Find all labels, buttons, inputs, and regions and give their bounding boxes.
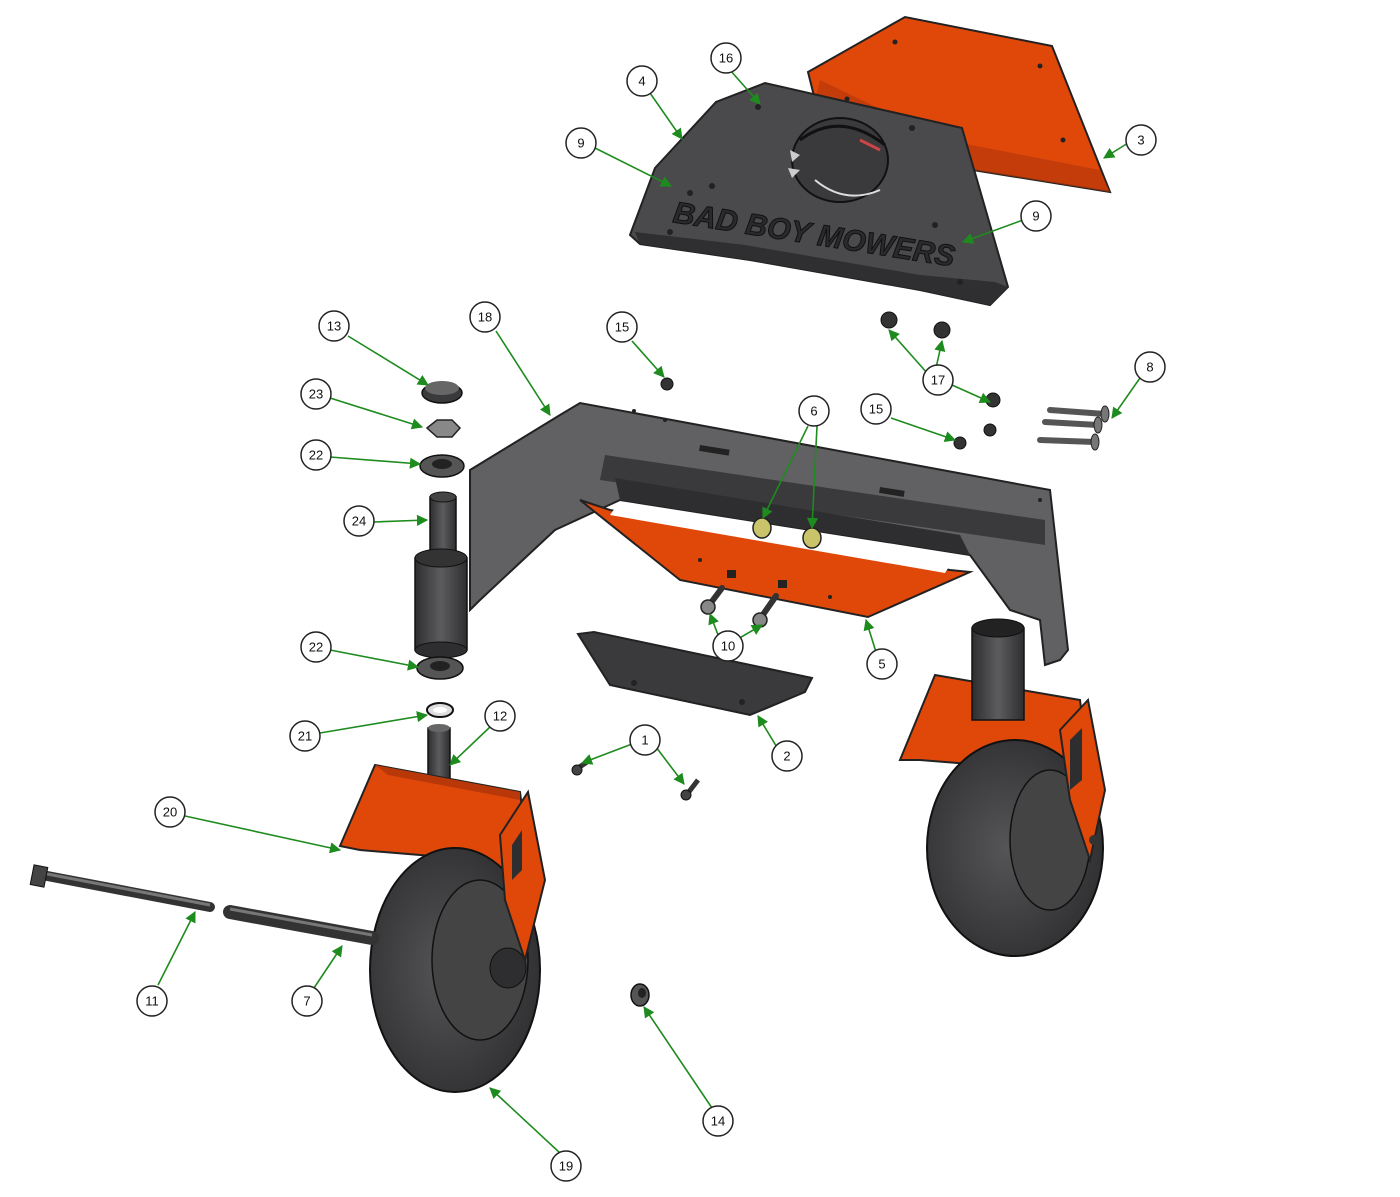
callout-number: 2 [783, 749, 790, 764]
callout-c2: 2 [771, 740, 803, 772]
callout-circle [710, 42, 742, 74]
callout-number: 15 [615, 320, 629, 335]
orange-front-plate [579, 499, 974, 619]
callout-number: 9 [1032, 209, 1039, 224]
front-bolts [700, 585, 779, 628]
bottom-plate [576, 630, 814, 717]
callout-circle [469, 301, 501, 333]
callout-circle [565, 127, 597, 159]
callout-c23: 23 [300, 378, 332, 410]
callout-number: 6 [810, 404, 817, 419]
callout-circle [860, 393, 892, 425]
callout-c18: 18 [469, 301, 501, 333]
callout-circle [626, 65, 658, 97]
callout-c5: 5 [866, 648, 898, 680]
callout-c22b: 22 [300, 631, 332, 663]
callout-number: 22 [309, 640, 323, 655]
callout-circle [291, 985, 323, 1017]
callout-number: 21 [298, 729, 312, 744]
callout-circle [606, 311, 638, 343]
callout-c17: 17 [922, 364, 954, 396]
main-frame [469, 401, 1070, 667]
callout-c10: 10 [712, 630, 744, 662]
callout-c15b: 15 [860, 393, 892, 425]
callout-number: 19 [559, 1159, 573, 1174]
callout-c19: 19 [550, 1150, 582, 1182]
callout-c11: 11 [136, 985, 168, 1017]
callout-c20: 20 [154, 796, 186, 828]
callout-number: 4 [638, 74, 645, 89]
callout-c12: 12 [484, 700, 516, 732]
callout-c1: 1 [629, 724, 661, 756]
grease-fitting [630, 983, 650, 1007]
callout-number: 23 [309, 387, 323, 402]
callout-number: 24 [352, 514, 366, 529]
caster-wheel-right [898, 618, 1107, 957]
callout-circle [154, 796, 186, 828]
callout-circle [343, 505, 375, 537]
callout-number: 20 [163, 805, 177, 820]
callout-circle [136, 985, 168, 1017]
callout-circle [629, 724, 661, 756]
caster-wheel-left [338, 724, 547, 1093]
callout-circle [550, 1150, 582, 1182]
callout-number: 13 [327, 319, 341, 334]
callout-circle [1020, 200, 1052, 232]
callout-circle [702, 1105, 734, 1137]
callout-circle [300, 439, 332, 471]
logo-plate: BAD BOY MOWERS [628, 81, 1010, 307]
callout-number: 18 [478, 310, 492, 325]
callout-circle [922, 364, 954, 396]
callout-c16: 16 [710, 42, 742, 74]
callout-circle [798, 395, 830, 427]
callout-c4: 4 [626, 65, 658, 97]
callout-number: 16 [719, 51, 733, 66]
callout-c9b: 9 [1020, 200, 1052, 232]
callout-number: 8 [1146, 360, 1153, 375]
callout-c24: 24 [343, 505, 375, 537]
small-screws [571, 757, 700, 801]
callout-number: 9 [577, 136, 584, 151]
callout-number: 3 [1137, 133, 1144, 148]
callout-circle [712, 630, 744, 662]
callout-number: 10 [721, 639, 735, 654]
callout-number: 22 [309, 448, 323, 463]
callout-c21: 21 [289, 720, 321, 752]
callout-c13: 13 [318, 310, 350, 342]
callout-circle [289, 720, 321, 752]
mascot-logo [788, 117, 889, 203]
callout-c9a: 9 [565, 127, 597, 159]
callout-number: 5 [878, 657, 885, 672]
callout-number: 14 [711, 1114, 725, 1129]
callout-circle [1125, 124, 1157, 156]
callout-circle [1134, 351, 1166, 383]
callout-c7: 7 [291, 985, 323, 1017]
callout-circle [866, 648, 898, 680]
axle-bolt-long [29, 864, 215, 912]
callout-circle [300, 631, 332, 663]
callout-number: 11 [145, 994, 159, 1009]
callout-number: 17 [931, 373, 945, 388]
callout-number: 12 [493, 709, 507, 724]
callout-c15a: 15 [606, 311, 638, 343]
callout-circle [300, 378, 332, 410]
bushings [752, 517, 822, 549]
callout-c14: 14 [702, 1105, 734, 1137]
bolts-right [1037, 405, 1110, 451]
callout-c22a: 22 [300, 439, 332, 471]
callout-number: 1 [641, 733, 648, 748]
caster-stack-left [414, 381, 468, 718]
callout-c6: 6 [798, 395, 830, 427]
callout-number: 7 [303, 994, 310, 1009]
callout-c3: 3 [1125, 124, 1157, 156]
callout-c8: 8 [1134, 351, 1166, 383]
callout-circle [318, 310, 350, 342]
callout-number: 15 [869, 402, 883, 417]
callout-circle [484, 700, 516, 732]
callout-circle [771, 740, 803, 772]
axle-spacer [223, 905, 379, 945]
